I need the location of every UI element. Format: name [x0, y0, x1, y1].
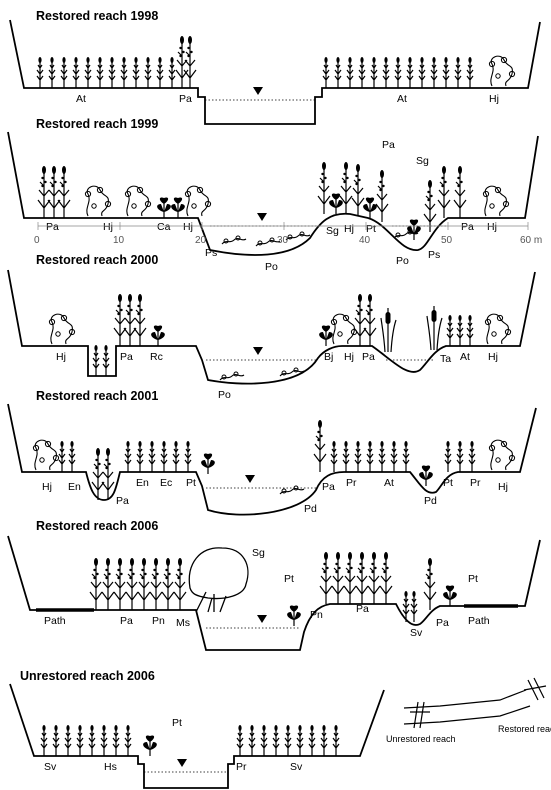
species-label: Pt	[443, 477, 453, 489]
species-label: Hj	[103, 221, 113, 233]
panel-title: Restored reach 2000	[36, 253, 158, 267]
species-label: At	[397, 93, 407, 105]
panel-title: Restored reach 2001	[36, 389, 158, 403]
species-label: At	[460, 351, 470, 363]
axis-tick-label: 60 m	[520, 235, 542, 246]
species-label: Po	[396, 255, 409, 267]
species-label: Sv	[290, 761, 303, 773]
species-label: Hj	[498, 481, 508, 493]
species-label: Sg	[326, 225, 339, 237]
axis-tick-label: 50	[441, 235, 453, 246]
panel-2006-restored: Restored reach 2006 Sg Path Pa Pn Ms Pt …	[8, 519, 540, 650]
species-label: Pt	[468, 573, 478, 585]
species-label: Pa	[46, 221, 59, 233]
species-label: Pa	[116, 495, 129, 507]
species-label: Pt	[284, 573, 294, 585]
species-label: Pt	[172, 717, 182, 729]
channel-profile	[8, 536, 540, 650]
species-label: At	[76, 93, 86, 105]
species-label: Sv	[410, 627, 423, 639]
species-label: Pa	[356, 603, 369, 615]
axis-tick-label: 40	[359, 235, 371, 246]
species-label: Po	[265, 261, 278, 273]
species-label: Ps	[205, 247, 217, 259]
species-label: Ec	[160, 477, 172, 489]
panel-2001: Restored reach 2001 Hj En Pa En Ec Pt Pa…	[8, 389, 536, 515]
species-label: Pt	[186, 477, 196, 489]
unrestored-reach-label: Unrestored reach	[386, 734, 456, 744]
species-label: Pa	[362, 351, 375, 363]
species-label: Hj	[487, 221, 497, 233]
species-label: Ms	[176, 617, 190, 629]
species-label: Hj	[42, 481, 52, 493]
species-label: Pr	[470, 477, 481, 489]
species-label: At	[384, 477, 394, 489]
species-label: Sg	[416, 155, 429, 167]
species-label: Pd	[424, 495, 437, 507]
species-label: Ca	[157, 221, 171, 233]
axis-tick-label: 20	[195, 235, 207, 246]
species-label: Ps	[428, 249, 440, 261]
species-label: Pa	[120, 615, 133, 627]
species-label: Path	[468, 615, 490, 627]
vegetation	[38, 162, 509, 246]
species-label: Rc	[150, 351, 163, 363]
species-label: Pr	[236, 761, 247, 773]
species-label: Hj	[344, 351, 354, 363]
species-label: Pa	[436, 617, 449, 629]
species-label: Pr	[346, 477, 357, 489]
species-label: Path	[44, 615, 66, 627]
vegetation	[37, 36, 515, 88]
channel-profile	[8, 404, 536, 515]
species-label: Hj	[488, 351, 498, 363]
species-label: Hs	[104, 761, 117, 773]
species-label: Pa	[322, 481, 335, 493]
species-label: Hj	[183, 221, 193, 233]
reach-location-inset: Unrestored reach Restored reach	[386, 678, 551, 744]
axis-tick-label: 10	[113, 235, 125, 246]
species-label: Pd	[304, 503, 317, 515]
species-label: Pa	[179, 93, 192, 105]
panel-title: Unrestored reach 2006	[20, 669, 155, 683]
species-label: En	[68, 481, 81, 493]
shrub	[189, 548, 248, 612]
species-label: Pa	[461, 221, 474, 233]
species-label: Sv	[44, 761, 57, 773]
species-label: Hj	[344, 223, 354, 235]
axis-tick-label: 0	[34, 235, 40, 246]
panel-1999: Restored reach 1999 Pa Hj Ca Hj Ps Po Sg…	[8, 117, 542, 273]
restored-reach-label: Restored reach	[498, 724, 551, 734]
species-label: En	[136, 477, 149, 489]
panel-2006-unrestored: Unrestored reach 2006 Sv Hs Pt Pr Sv	[10, 669, 384, 788]
panel-title: Restored reach 2006	[36, 519, 158, 533]
species-label: Sg	[252, 547, 265, 559]
panel-2000: Restored reach 2000 Hj Pa Rc Po Bj Hj Pa…	[8, 253, 535, 401]
channel-profile	[8, 270, 535, 384]
species-label: Pt	[366, 223, 376, 235]
vegetation	[41, 725, 339, 756]
species-label: Hj	[56, 351, 66, 363]
vegetation	[49, 294, 510, 380]
species-label: Pn	[152, 615, 165, 627]
species-label: Bj	[324, 351, 333, 363]
species-label: Pa	[120, 351, 133, 363]
species-label: Ta	[440, 353, 451, 365]
panel-title: Restored reach 1999	[36, 117, 158, 131]
species-label: Hj	[489, 93, 499, 105]
panel-title: Restored reach 1998	[36, 9, 158, 23]
panel-1998: Restored reach 1998 At Pa At Hj	[10, 9, 540, 124]
channel-profile	[10, 684, 384, 788]
species-label: Po	[218, 389, 231, 401]
axis-tick-label: 30	[277, 235, 289, 246]
species-label: Pn	[310, 609, 323, 621]
species-label: Pa	[382, 139, 395, 151]
